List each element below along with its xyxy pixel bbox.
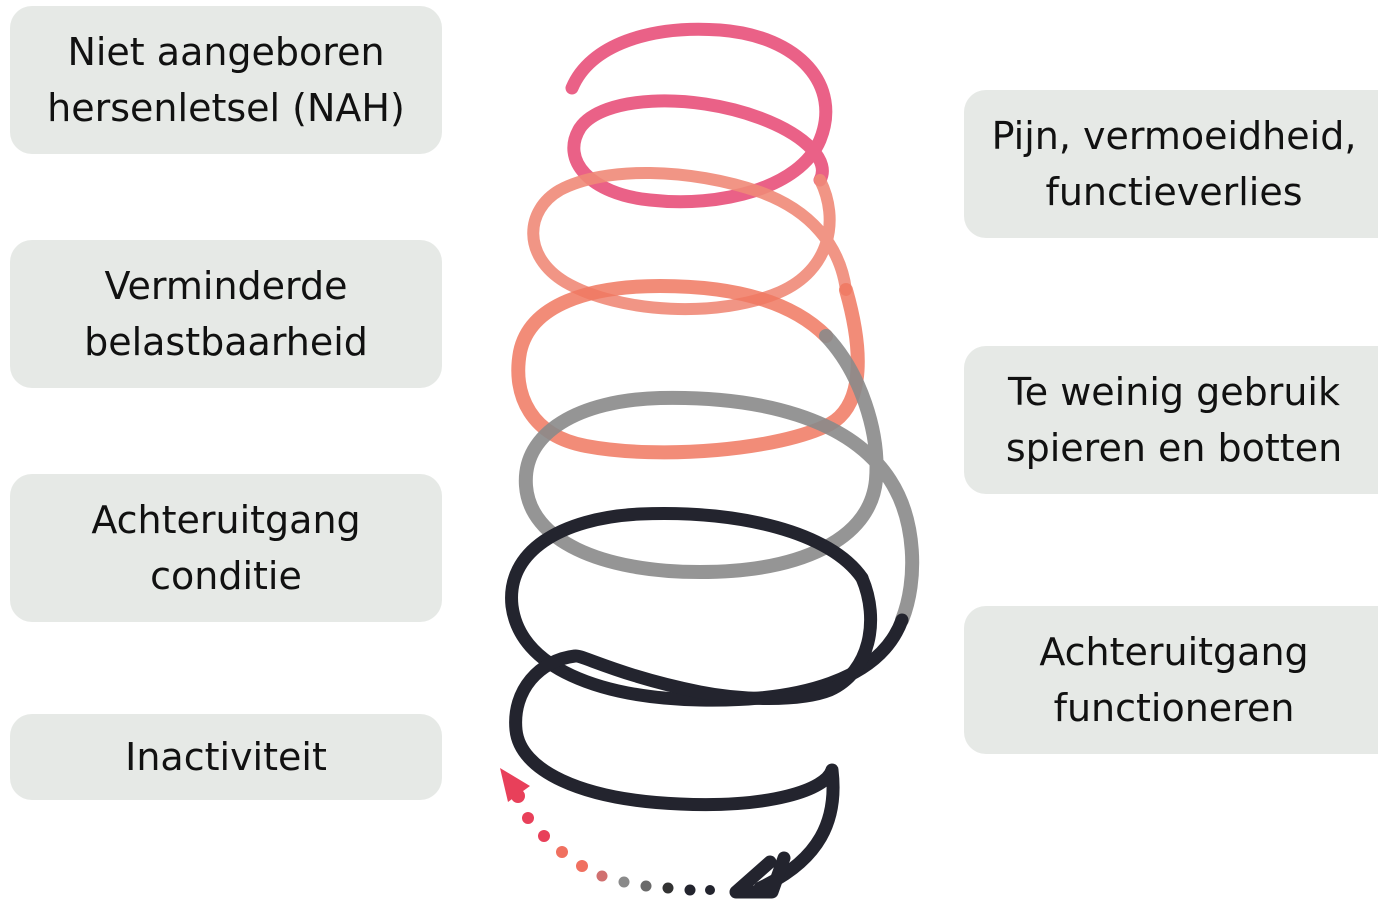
spiral-loop-6 — [516, 578, 871, 888]
arrow-head — [736, 858, 784, 892]
red-arrow-head — [500, 768, 530, 802]
